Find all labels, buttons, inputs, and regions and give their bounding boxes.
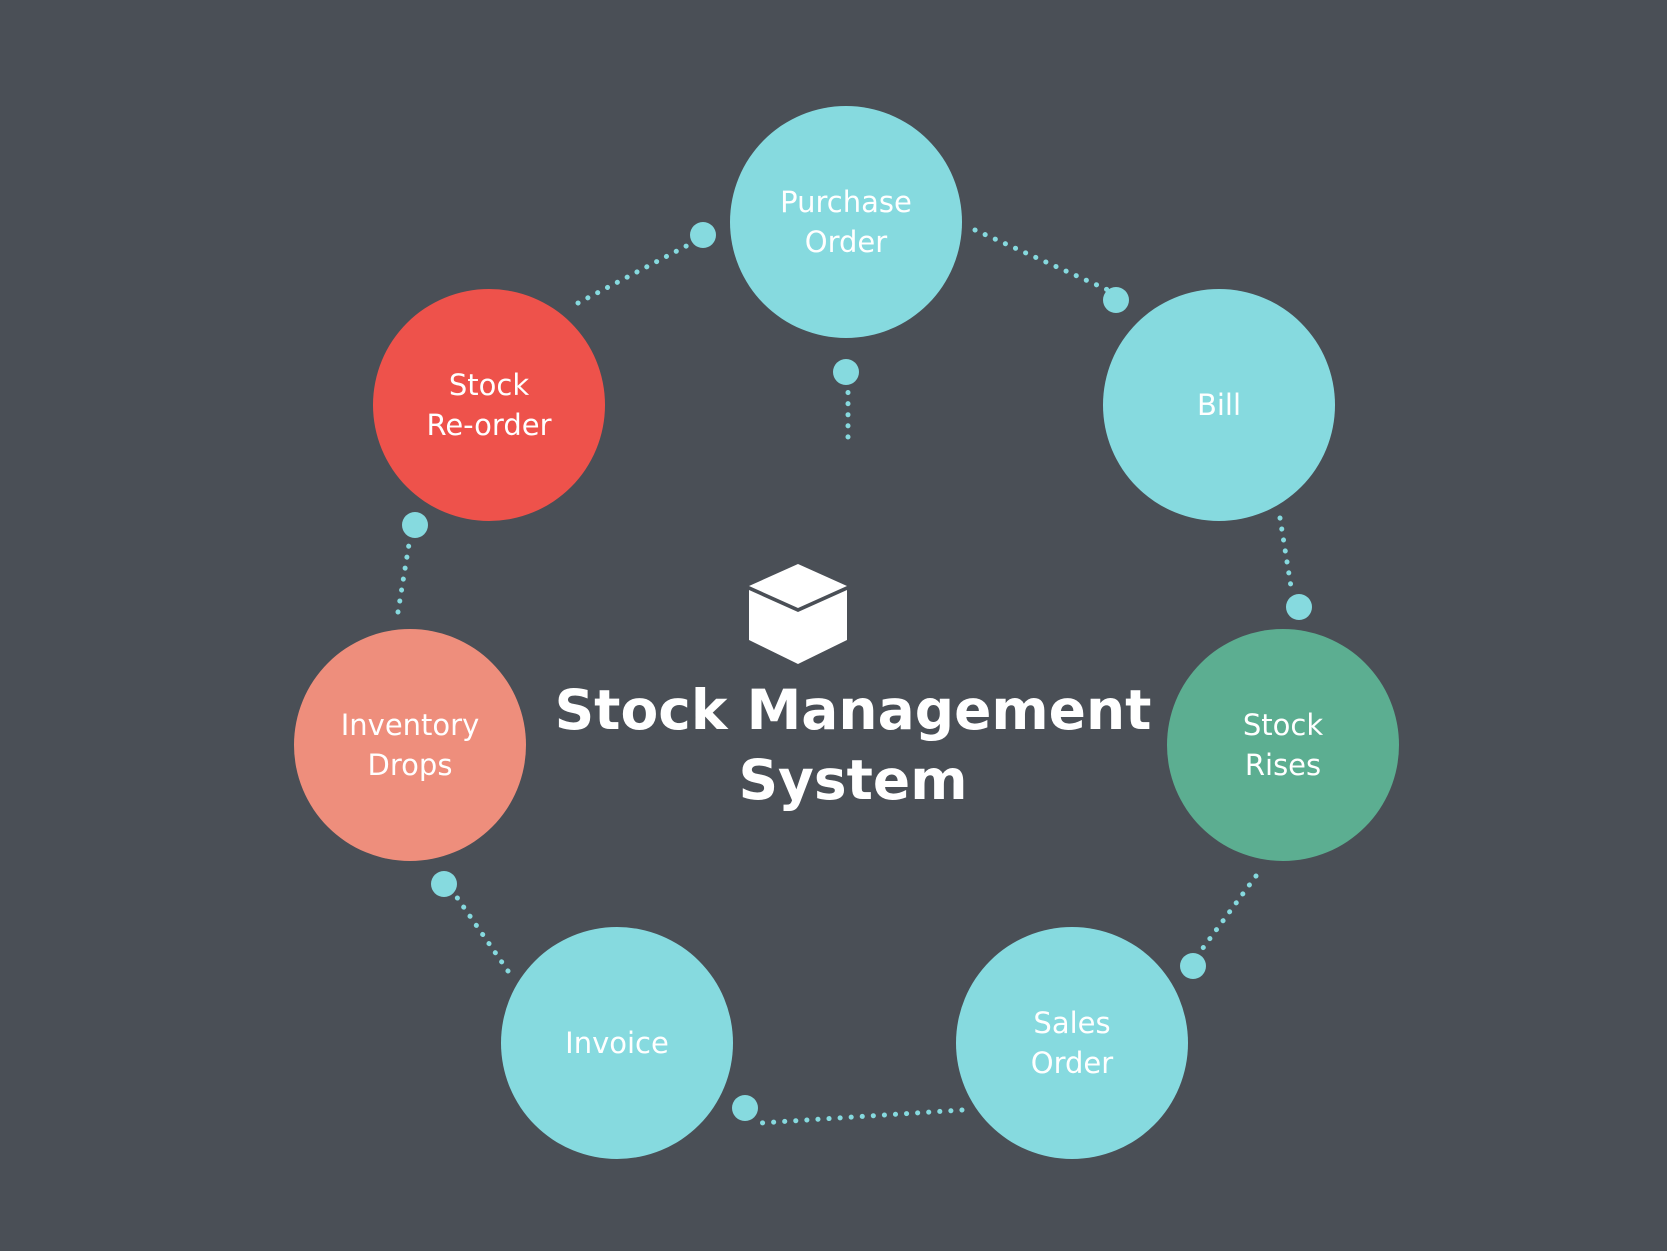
connector-end-dot [732, 1095, 758, 1121]
node-circle [294, 629, 526, 861]
connector-end-dot [690, 222, 716, 248]
dotted-connector [395, 535, 413, 615]
node-circle [1167, 629, 1399, 861]
node-invoice: Invoice [501, 927, 733, 1159]
node-bill: Bill [1103, 289, 1335, 521]
connector-end-dot [431, 871, 457, 897]
connector-end-dot [833, 359, 859, 385]
connector-end-dot [1180, 953, 1206, 979]
node-label: Re-order [426, 408, 551, 442]
node-label: Sales [1033, 1006, 1110, 1040]
node-label: Purchase [780, 185, 912, 219]
dotted-connector [1277, 515, 1295, 596]
box-icon [749, 564, 847, 664]
nodes-layer: PurchaseOrderBillStockRisesSalesOrderInv… [294, 106, 1399, 1159]
dotted-connector [453, 893, 511, 974]
node-label: Drops [368, 748, 453, 782]
node-label: Inventory [341, 708, 480, 742]
dotted-connector [757, 1107, 965, 1126]
dotted-connector [972, 227, 1111, 293]
node-circle [1103, 289, 1335, 521]
node-label: Stock [449, 368, 529, 402]
connector-end-dot [402, 512, 428, 538]
node-label: Order [1031, 1046, 1113, 1080]
node-circle [373, 289, 605, 521]
dotted-connector [1197, 873, 1259, 955]
node-label: Bill [1197, 388, 1241, 422]
node-label: Order [805, 225, 887, 259]
node-label: Invoice [565, 1026, 669, 1060]
node-label: Stock [1243, 708, 1323, 742]
node-circle [501, 927, 733, 1159]
node-label: Rises [1245, 748, 1321, 782]
connector-end-dot [1286, 594, 1312, 620]
diagram-title-line-1: Stock Management [555, 678, 1152, 742]
node-circle [730, 106, 962, 338]
dotted-connector [575, 240, 695, 306]
connectors-layer [395, 222, 1312, 1126]
node-circle [956, 927, 1188, 1159]
diagram-title-line-2: System [738, 748, 967, 812]
connector-end-dot [1103, 287, 1129, 313]
